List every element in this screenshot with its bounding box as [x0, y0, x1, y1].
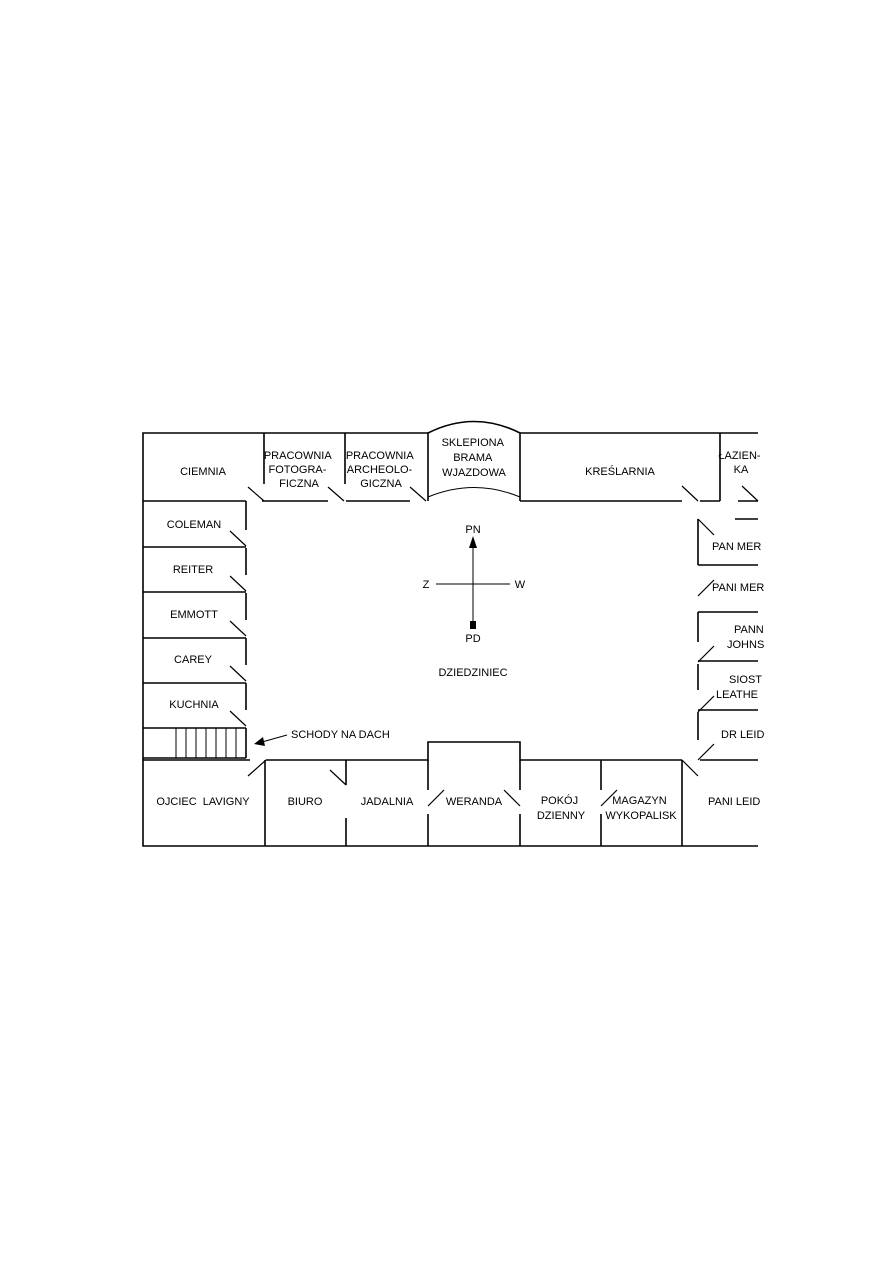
- compass-east: W: [515, 579, 526, 591]
- stairs-label: SCHODY NA DACH: [291, 729, 390, 741]
- compass-south-marker-icon: [470, 621, 476, 629]
- doors: [229, 485, 759, 807]
- room-lazienka: ŁAZIEN- KA: [718, 450, 763, 476]
- compass-north-arrow-icon: [469, 536, 477, 548]
- room-kuchnia: KUCHNIA: [169, 699, 219, 711]
- room-magazyn-wykopalisk: MAGAZYN WYKOPALISK: [605, 795, 677, 822]
- room-biuro: BIURO: [288, 796, 323, 808]
- room-weranda: WERANDA: [446, 796, 503, 808]
- room-pracownia-archeologiczna: PRACOWNIA ARCHEOLO- GICZNA: [346, 450, 416, 490]
- room-reiter: REITER: [173, 564, 213, 576]
- courtyard-label: DZIEDZINIEC: [438, 667, 507, 679]
- room-siostra-leatheran: SIOST LEATHE: [716, 674, 765, 701]
- room-ciemnia: CIEMNIA: [180, 466, 227, 478]
- room-jadalnia: JADALNIA: [361, 796, 414, 808]
- room-carey: CAREY: [174, 654, 213, 666]
- compass-south: PD: [465, 633, 480, 645]
- room-sklepiona-brama: SKLEPIONA BRAMA WJAZDOWA: [442, 437, 507, 479]
- room-dr-leidner: DR LEID: [721, 729, 764, 741]
- room-pani-mer: PANI MER: [712, 582, 764, 594]
- walls: [142, 420, 758, 847]
- room-pan-mer: PAN MER: [712, 541, 761, 553]
- room-emmott: EMMOTT: [170, 609, 218, 621]
- room-pokoj-dzienny: POKÓJ DZIENNY: [537, 794, 586, 822]
- room-labels: CIEMNIA PRACOWNIA FOTOGRA- FICZNA PRACOW…: [156, 437, 767, 822]
- room-panna-johnson: PANN JOHNS: [727, 624, 767, 651]
- stairs-annotation: SCHODY NA DACH: [254, 729, 390, 746]
- compass: PN PD Z W: [423, 524, 526, 645]
- room-coleman: COLEMAN: [167, 519, 221, 531]
- room-pani-leidner: PANI LEID: [708, 796, 760, 808]
- compass-north: PN: [465, 524, 480, 536]
- room-ojciec-lavigny: OJCIEC LAVIGNY: [156, 796, 250, 808]
- room-kreslarnia: KREŚLARNIA: [585, 465, 655, 478]
- stairs-arrow-line: [261, 734, 288, 743]
- compass-west: Z: [423, 579, 430, 591]
- room-pracownia-fotograficzna: PRACOWNIA FOTOGRA- FICZNA: [264, 450, 334, 490]
- stairs-arrow-head: [254, 737, 265, 746]
